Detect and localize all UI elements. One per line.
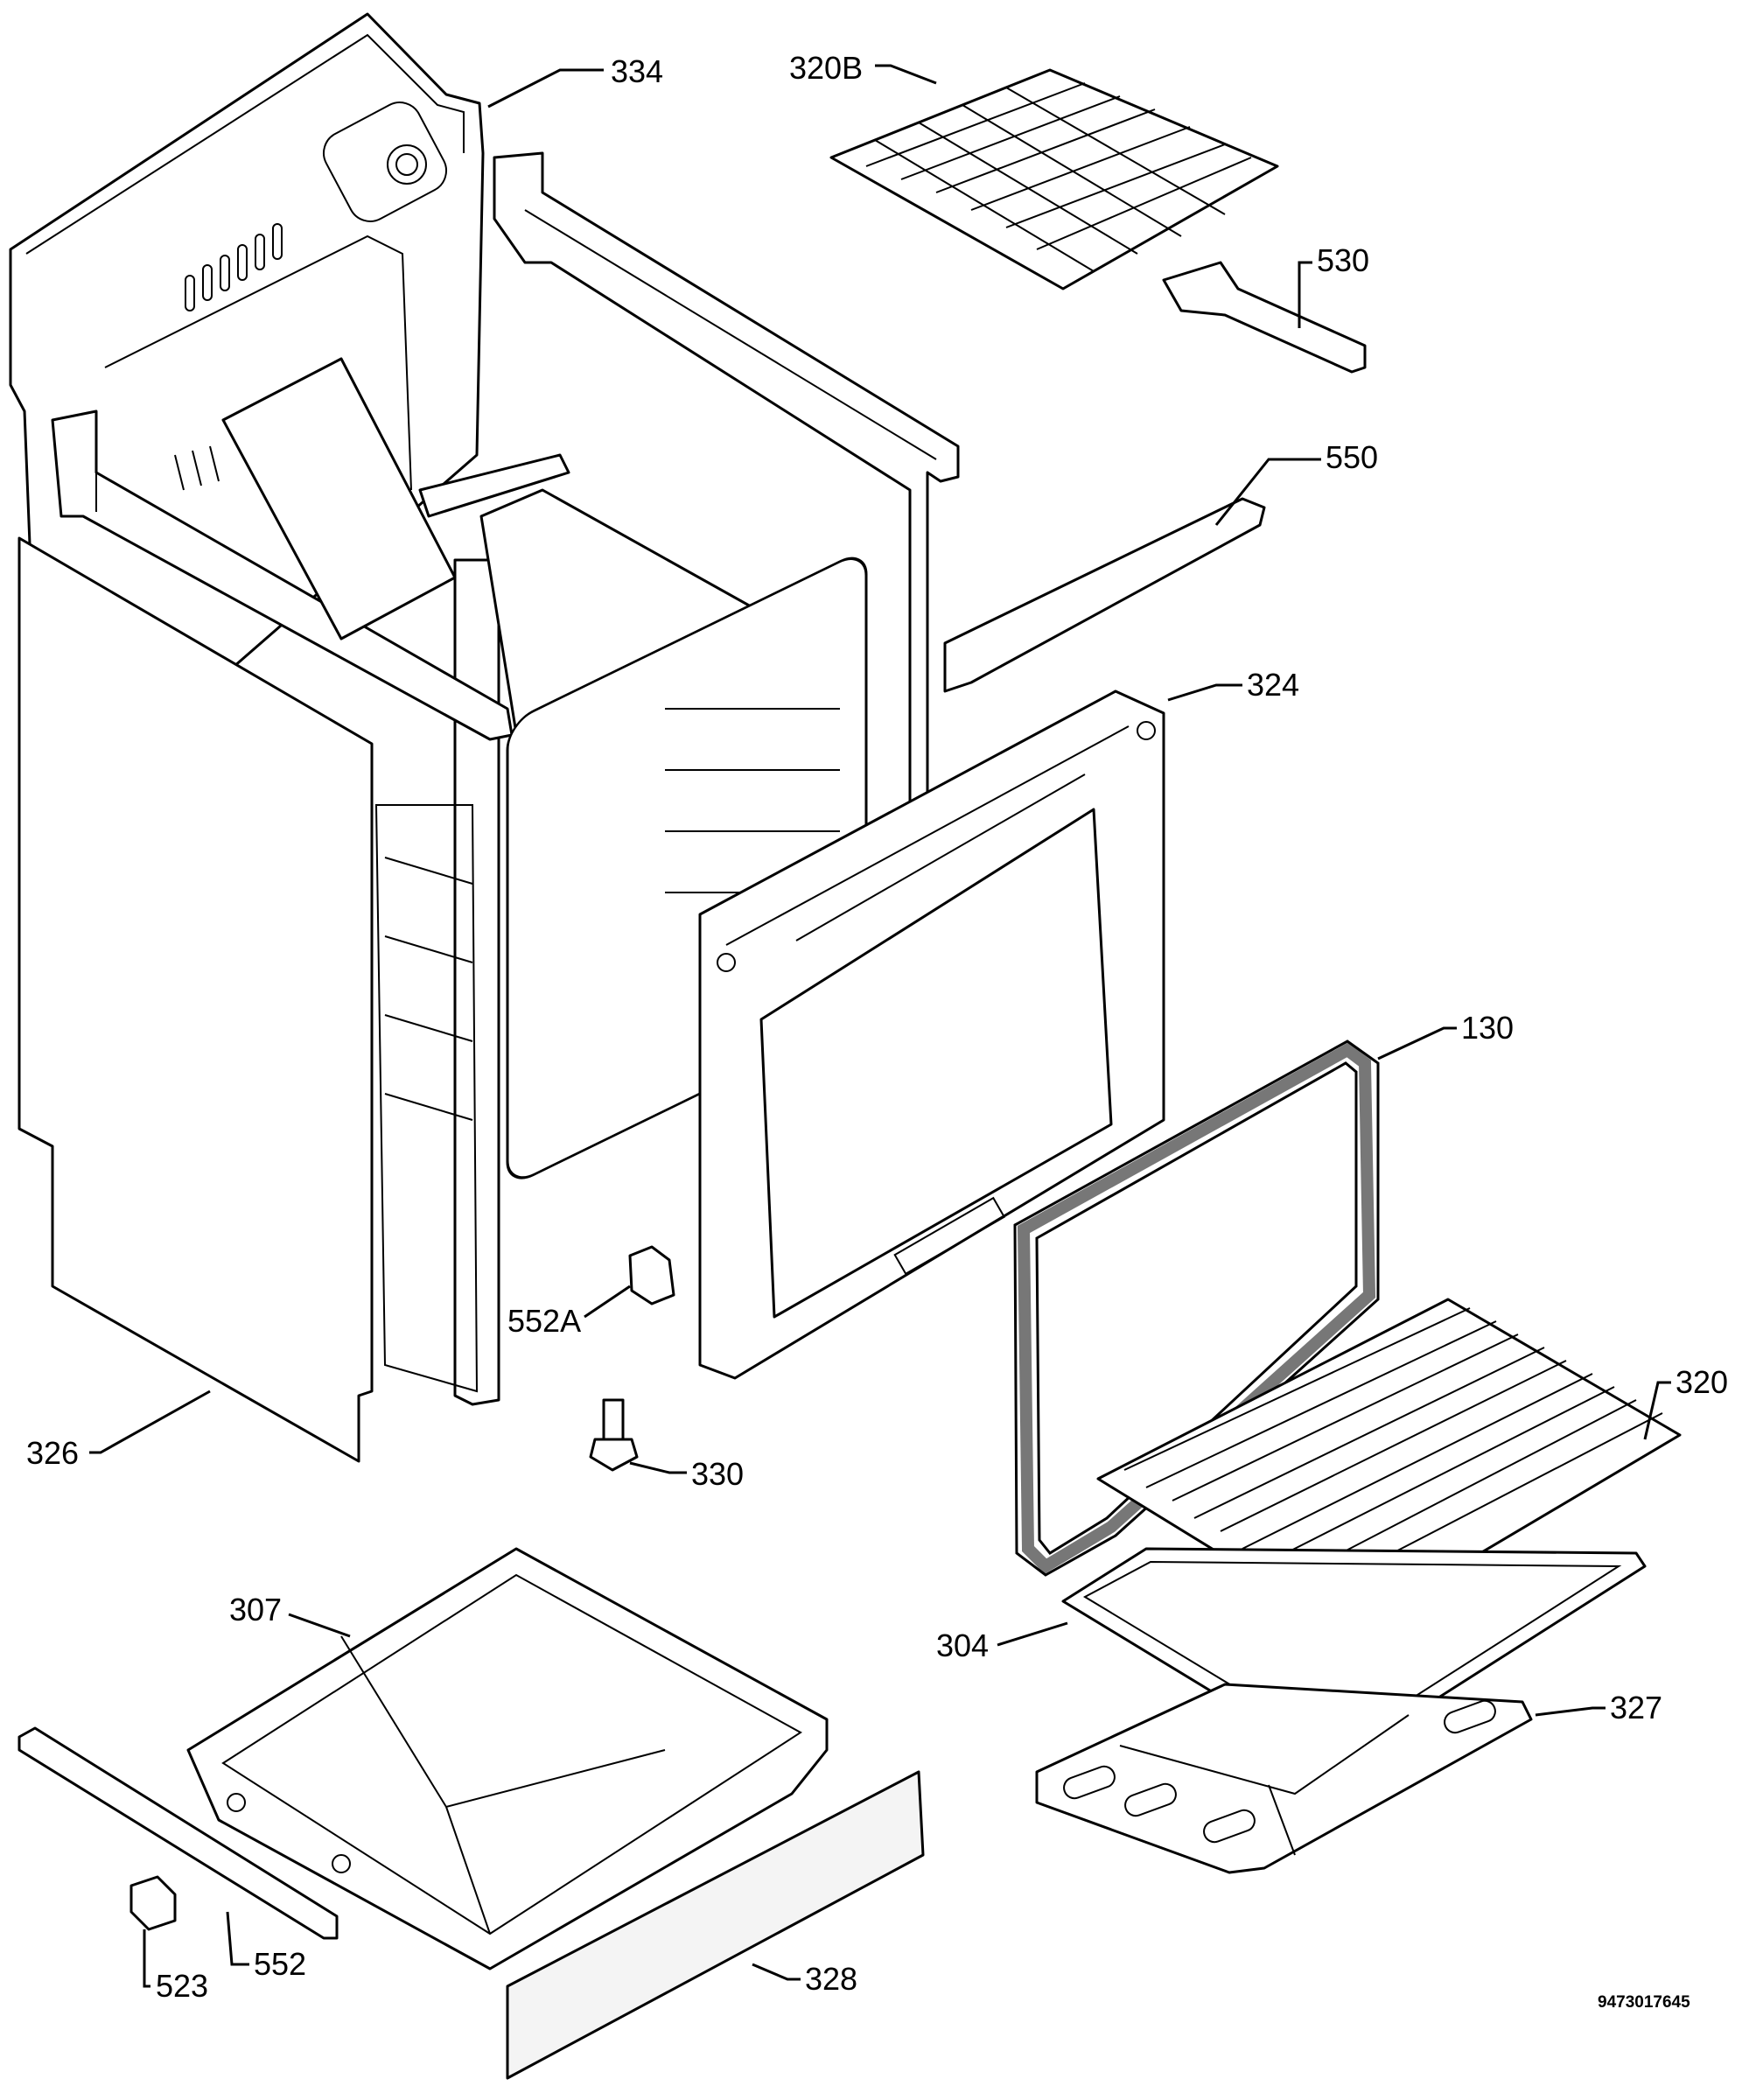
back-panel — [9, 12, 485, 789]
cabinet-frame — [51, 151, 960, 1406]
callout-552a: 552A — [507, 1303, 581, 1339]
grid-shelf-small — [829, 68, 1279, 290]
callout-324: 324 — [1247, 667, 1299, 703]
drawer-front — [506, 1770, 925, 2080]
document-number: 9473017645 — [1598, 1993, 1690, 2012]
callout-330: 330 — [691, 1456, 744, 1492]
callout-523: 523 — [156, 1968, 208, 2004]
rail-clip — [129, 1875, 177, 1931]
shelf-rail — [943, 497, 1266, 693]
callout-304: 304 — [936, 1628, 989, 1663]
callout-327: 327 — [1610, 1690, 1662, 1726]
leader-lines — [89, 64, 1671, 1988]
callout-334: 334 — [611, 53, 663, 89]
callout-320b: 320B — [789, 50, 863, 86]
storage-drawer — [186, 1547, 829, 1970]
hinge-receiver — [628, 1245, 675, 1306]
callout-530: 530 — [1317, 242, 1369, 278]
leveling-foot — [589, 1398, 639, 1472]
base-plate — [1035, 1683, 1533, 1874]
callout-307: 307 — [229, 1592, 282, 1628]
side-panel — [17, 536, 374, 1463]
callout-328: 328 — [805, 1961, 857, 1997]
shelf-handle — [1162, 261, 1367, 374]
drawer-rail — [17, 1726, 339, 1940]
callout-320: 320 — [1676, 1364, 1728, 1400]
front-frame — [698, 690, 1165, 1380]
callout-labels: 334 320B 530 550 324 130 320 552A 330 32… — [26, 50, 1728, 2012]
callout-130: 130 — [1461, 1010, 1514, 1046]
callout-550: 550 — [1326, 439, 1378, 475]
callout-552: 552 — [254, 1946, 306, 1982]
callout-326: 326 — [26, 1435, 79, 1471]
